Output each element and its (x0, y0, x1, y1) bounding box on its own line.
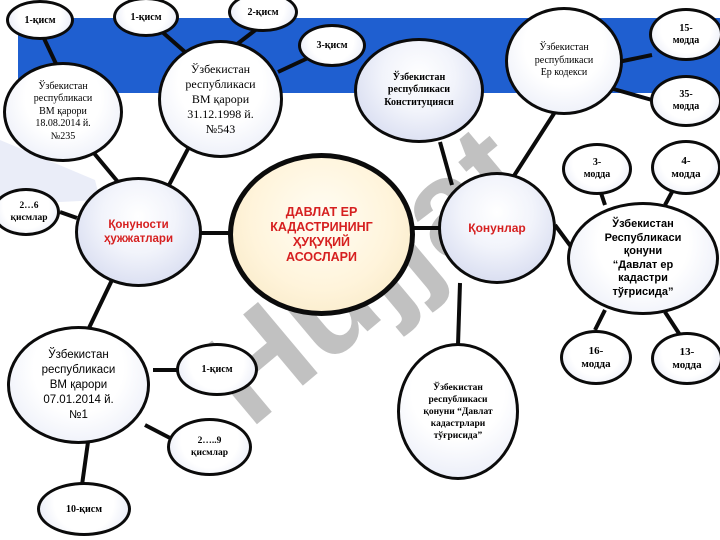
part-1-top: 1-қисм (113, 0, 179, 37)
part-3-label: 3-қисм (316, 40, 348, 51)
article-15: 15- модда (649, 8, 720, 61)
part-2-top: 2-қисм (228, 0, 298, 32)
vm-decree-1998-label: Ўзбекистан республикаси ВМ қарори 31.12.… (185, 61, 256, 136)
law-state-cadastres-label: Ўзбекистан республикаси қонуни “Давлат к… (423, 382, 493, 441)
link-normative-p26 (59, 210, 78, 220)
parts-2-6-label: 2…6 қисмлар (10, 201, 48, 223)
article-13: 13- модда (651, 332, 720, 385)
part-2-top-label: 2-қисм (247, 6, 279, 18)
link-normative-vm2014b (86, 279, 114, 331)
link-vm2014b-p10 (80, 441, 90, 486)
article-15-label: 15- модда (672, 22, 700, 46)
vm-decree-2014-01-node: Ўзбекистан республикаси ВМ қарори 07.01.… (7, 326, 150, 444)
article-35: 35- модда (650, 75, 720, 127)
article-4: 4- модда (651, 140, 720, 195)
constitution-node: Ўзбекистан республикаси Конституцияси (354, 38, 484, 143)
vm-decree-2014-08-label: Ўзбекистан республикаси ВМ қарори 18.08.… (33, 80, 93, 142)
article-16: 16- модда (560, 330, 632, 385)
link-normative-vm1998 (166, 144, 192, 188)
article-3-label: 3- модда (583, 157, 611, 180)
land-code-node: Ўзбекистан республикаси Ер кодекси (505, 7, 623, 115)
laws-label: Қонунлар (468, 221, 526, 235)
link-landcode-a35 (609, 86, 653, 102)
parts-2-9: 2…..9 қисмлар (167, 418, 252, 476)
part-1-top-label: 1-қисм (130, 11, 162, 23)
vm-decree-2014-01-label: Ўзбекистан республикаси ВМ қарори 07.01.… (41, 348, 116, 421)
center-title: ДАВЛАТ ЕР КАДАСТРИНИНГ ҲУҚУҚИЙ АСОСЛАРИ (270, 204, 373, 264)
center-node: ДАВЛАТ ЕР КАДАСТРИНИНГ ҲУҚУҚИЙ АСОСЛАРИ (228, 153, 415, 316)
link-vm2014b-p29 (144, 423, 171, 440)
part-1-lower-label: 1-қисм (201, 364, 233, 375)
link-laws-constitution (438, 141, 454, 186)
normative-acts-label: Қонуности ҳужжатлари (103, 219, 174, 245)
link-lawA-a4 (663, 191, 674, 206)
part-1-top-left: 1-қисм (6, 0, 74, 40)
part-3: 3-қисм (298, 24, 366, 67)
link-laws-landcode (508, 110, 557, 184)
part-1-lower: 1-қисм (176, 343, 258, 396)
law-land-cadastre-label: Ўзбекистан Республикаси қонуни “Давлат е… (604, 218, 682, 298)
parts-2-6: 2…6 қисмлар (0, 188, 60, 236)
part-1-top-left-label: 1-қисм (24, 14, 56, 26)
constitution-label: Ўзбекистан республикаси Конституцияси (384, 71, 454, 108)
article-13-label: 13- модда (672, 345, 702, 371)
link-lawA-a13 (663, 310, 682, 337)
article-35-label: 35- модда (672, 89, 700, 112)
vm-decree-1998-node: Ўзбекистан республикаси ВМ қарори 31.12.… (158, 40, 283, 158)
parts-2-9-label: 2…..9 қисмлар (191, 436, 228, 458)
land-code-label: Ўзбекистан республикаси Ер кодекси (534, 42, 594, 79)
laws-node: Қонунлар (438, 172, 556, 284)
part-10-label: 10-қисм (65, 503, 103, 515)
link-landcode-a15 (617, 53, 653, 64)
article-4-label: 4- модда (671, 154, 701, 180)
link-normative-vm2014a (91, 150, 120, 184)
law-land-cadastre-node: Ўзбекистан Республикаси қонуни “Давлат е… (567, 202, 719, 315)
link-lawA-a16 (593, 309, 607, 331)
link-vm1998-p3 (277, 56, 309, 74)
article-3: 3- модда (562, 143, 632, 195)
part-10: 10-қисм (37, 482, 131, 536)
article-16-label: 16- модда (581, 344, 611, 370)
link-laws-lawB (456, 282, 462, 346)
normative-acts-node: Қонуности ҳужжатлари (75, 177, 202, 287)
vm-decree-2014-08-node: Ўзбекистан республикаси ВМ қарори 18.08.… (3, 62, 123, 162)
law-state-cadastres-node: Ўзбекистан республикаси қонуни “Давлат к… (397, 343, 519, 480)
